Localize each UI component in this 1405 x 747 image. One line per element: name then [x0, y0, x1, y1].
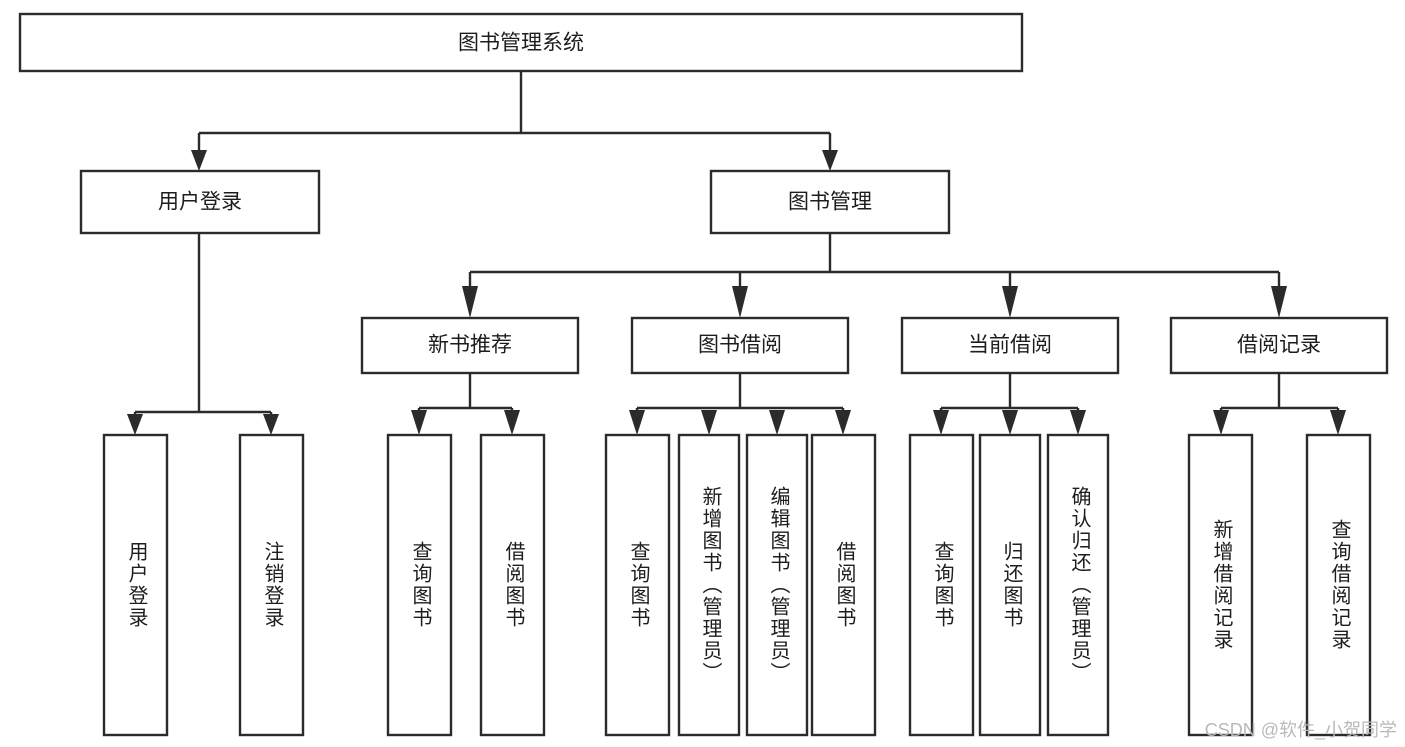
arrowhead-borrow-book-1	[504, 410, 520, 435]
node-user-login-label: 用户登录	[158, 191, 242, 214]
arrowhead-user-login	[191, 150, 207, 171]
node-leaf-borrow-book-1-label: 借阅图书	[502, 541, 525, 629]
node-leaf-user-login-label: 用户登录	[125, 541, 148, 629]
arrowhead-bookborrow	[732, 286, 748, 318]
arrowhead-add-book	[701, 410, 717, 435]
arrowhead-borrowrecord	[1271, 286, 1287, 318]
arrowhead-newbook	[462, 286, 478, 318]
node-leaf-edit-book-label: 编辑图书（管理员）	[767, 486, 790, 684]
node-book-management-box[interactable]	[709, 169, 951, 235]
arrowhead-leaf-logout-login	[263, 414, 279, 435]
node-leaf-logout-login-box[interactable]	[238, 433, 305, 737]
node-leaf-query-book-2-box[interactable]	[604, 433, 671, 737]
node-leaf-query-book-1-label: 查询图书	[409, 541, 432, 629]
node-leaf-query-book-2[interactable]: 查询图书	[604, 433, 671, 737]
arrowhead-confirm-return	[1070, 410, 1086, 435]
node-book-borrow-label: 图书借阅	[698, 334, 782, 357]
node-root-label: 图书管理系统	[458, 32, 584, 55]
arrowhead-borrow-book-2	[835, 410, 851, 435]
node-root-box[interactable]	[18, 12, 1024, 73]
node-current-borrow-label: 当前借阅	[968, 334, 1052, 357]
csdn-watermark: CSDN @软件_小贺同学	[1204, 720, 1397, 740]
node-leaf-borrow-book-2[interactable]: 借阅图书	[810, 433, 877, 737]
node-leaf-confirm-return-label: 确认归还（管理员）	[1068, 486, 1091, 684]
node-leaf-query-book-3[interactable]: 查询图书	[908, 433, 975, 737]
node-borrow-record-box[interactable]	[1169, 316, 1389, 375]
node-leaf-query-book-3-label: 查询图书	[931, 541, 954, 629]
arrowhead-leaf-user-login	[127, 414, 143, 435]
node-leaf-edit-book-box[interactable]	[745, 433, 809, 737]
node-leaf-user-login-box[interactable]	[102, 433, 169, 737]
node-leaf-logout-login[interactable]: 注销登录	[238, 433, 305, 737]
node-borrow-record[interactable]: 借阅记录	[1169, 316, 1389, 375]
node-leaf-add-record[interactable]: 新增借阅记录	[1187, 433, 1254, 737]
node-leaf-query-book-1[interactable]: 查询图书	[386, 433, 453, 737]
connector-layer	[127, 71, 1346, 435]
node-leaf-confirm-return-box[interactable]	[1046, 433, 1110, 737]
node-book-borrow[interactable]: 图书借阅	[630, 316, 850, 375]
node-leaf-edit-book[interactable]: 编辑图书（管理员）	[745, 433, 809, 737]
node-leaf-query-record-label: 查询借阅记录	[1328, 519, 1351, 651]
node-book-management-label: 图书管理	[788, 191, 872, 214]
arrowhead-return-book	[1002, 410, 1018, 435]
node-leaf-query-book-1-box[interactable]	[386, 433, 453, 737]
node-leaf-borrow-book-1[interactable]: 借阅图书	[479, 433, 546, 737]
node-user-login[interactable]: 用户登录	[79, 169, 321, 235]
arrowhead-book-management	[822, 150, 838, 171]
arrowhead-edit-book	[769, 410, 785, 435]
node-leaf-logout-login-label: 注销登录	[261, 541, 284, 629]
node-borrow-record-label: 借阅记录	[1237, 334, 1321, 357]
node-leaf-query-book-3-box[interactable]	[908, 433, 975, 737]
node-leaf-add-book-label: 新增图书（管理员）	[699, 486, 722, 684]
arrowhead-query-record	[1330, 410, 1346, 435]
node-leaf-return-book-label: 归还图书	[1000, 541, 1023, 629]
arrowhead-query-book-2	[629, 410, 645, 435]
node-leaf-borrow-book-1-box[interactable]	[479, 433, 546, 737]
node-leaf-query-record[interactable]: 查询借阅记录	[1305, 433, 1372, 737]
node-leaf-add-record-box[interactable]	[1187, 433, 1254, 737]
node-current-borrow[interactable]: 当前借阅	[900, 316, 1120, 375]
arrowhead-query-book-1	[411, 410, 427, 435]
node-leaf-add-record-label: 新增借阅记录	[1210, 519, 1233, 651]
node-leaf-return-book[interactable]: 归还图书	[978, 433, 1042, 737]
node-user-login-box[interactable]	[79, 169, 321, 235]
node-leaf-confirm-return[interactable]: 确认归还（管理员）	[1046, 433, 1110, 737]
node-new-book-recommend-label: 新书推荐	[428, 334, 512, 357]
node-root[interactable]: 图书管理系统	[18, 12, 1024, 73]
node-new-book-recommend-box[interactable]	[360, 316, 580, 375]
node-leaf-query-record-box[interactable]	[1305, 433, 1372, 737]
node-leaf-add-book[interactable]: 新增图书（管理员）	[677, 433, 741, 737]
arrowhead-add-record	[1213, 410, 1229, 435]
node-leaf-query-book-2-label: 查询图书	[627, 541, 650, 629]
node-leaf-user-login[interactable]: 用户登录	[102, 433, 169, 737]
node-book-borrow-box[interactable]	[630, 316, 850, 375]
arrowhead-query-book-3	[933, 410, 949, 435]
node-leaf-borrow-book-2-box[interactable]	[810, 433, 877, 737]
node-book-management[interactable]: 图书管理	[709, 169, 951, 235]
node-new-book-recommend[interactable]: 新书推荐	[360, 316, 580, 375]
node-current-borrow-box[interactable]	[900, 316, 1120, 375]
node-leaf-add-book-box[interactable]	[677, 433, 741, 737]
node-leaf-borrow-book-2-label: 借阅图书	[833, 541, 856, 629]
node-leaf-return-book-box[interactable]	[978, 433, 1042, 737]
arrowhead-currentborrow	[1002, 286, 1018, 318]
